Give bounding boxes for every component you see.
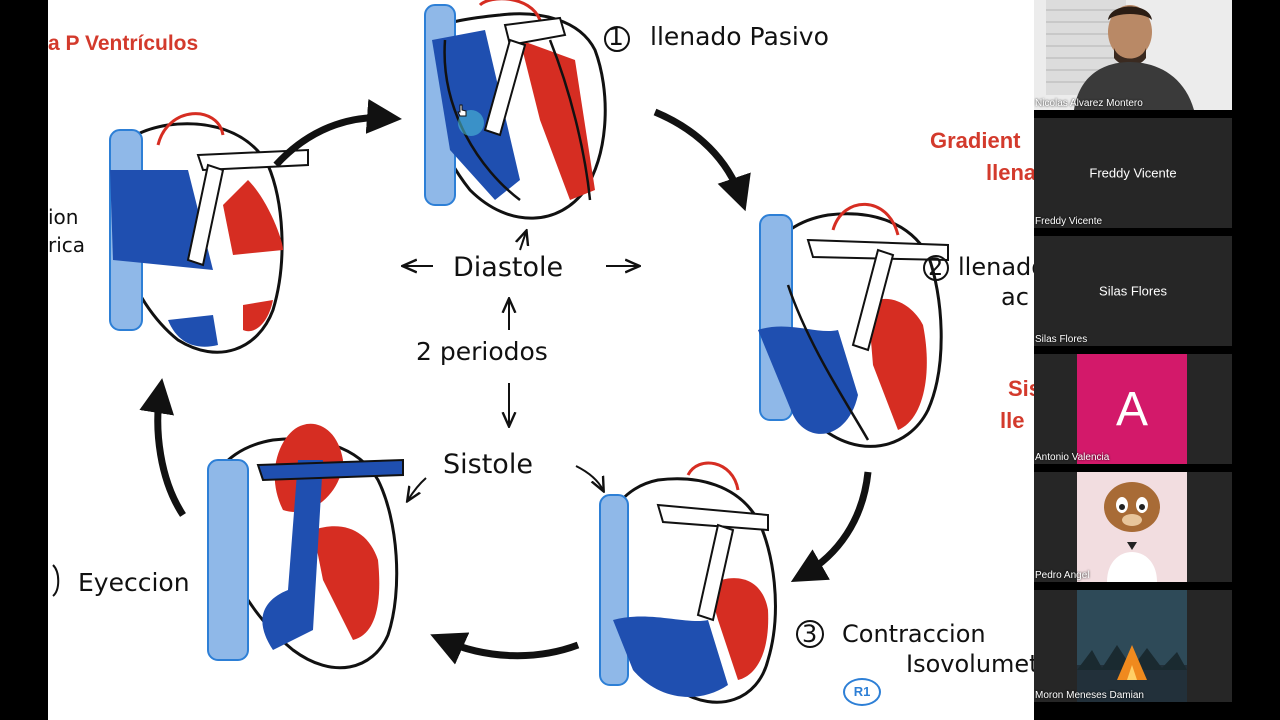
participant-tile-antonio[interactable]: A Antonio Valencia bbox=[1034, 354, 1232, 464]
systole-title-b: lle bbox=[1000, 408, 1025, 433]
chipmunk-video bbox=[1077, 472, 1187, 582]
heart-isovolumetric-contraction bbox=[599, 461, 777, 704]
gradient-title-b: llena bbox=[986, 160, 1034, 185]
cycle-arrow-3 bbox=[790, 471, 872, 582]
participant-name: Moron Meneses Damian bbox=[1035, 690, 1144, 701]
participant-tile-freddy[interactable]: Freddy Vicente Freddy Vicente bbox=[1034, 118, 1232, 228]
heart-cycle-diagram bbox=[52, 0, 949, 704]
r1-badge: R1 bbox=[843, 678, 881, 706]
participant-center-name: Freddy Vicente bbox=[1089, 165, 1177, 181]
participant-tile-silas[interactable]: Silas Flores Silas Flores bbox=[1034, 236, 1232, 346]
participant-center-name: Silas Flores bbox=[1099, 283, 1167, 299]
cycle-arrow-5 bbox=[139, 378, 186, 517]
cycle-arrow-1 bbox=[273, 98, 402, 168]
participant-name: Silas Flores bbox=[1035, 334, 1088, 345]
step1-label: llenado Pasivo bbox=[650, 22, 829, 51]
step3-label-b: Isovolumet bbox=[906, 650, 1034, 678]
periodos-label: 2 periodos bbox=[416, 337, 548, 366]
systole-title: Sis bbox=[1008, 376, 1034, 401]
diastole-label: Diastole bbox=[453, 252, 564, 283]
step1-number: 1 bbox=[608, 22, 624, 51]
sistole-label: Sistole bbox=[443, 449, 533, 480]
participant-tile-moron[interactable]: Moron Meneses Damian bbox=[1034, 590, 1232, 702]
heart-relaxation bbox=[109, 112, 309, 354]
participant-name: Freddy Vicente bbox=[1035, 216, 1103, 227]
participant-name: Antonio Valencia bbox=[1035, 452, 1110, 463]
participant-tile-pedro[interactable]: Pedro Angel bbox=[1034, 472, 1232, 582]
avatar-initial: A bbox=[1115, 383, 1148, 436]
participant-name: Nicolas Alvarez Montero bbox=[1035, 98, 1143, 109]
hand-cursor-icon bbox=[457, 104, 467, 117]
participant-tile-nicolas[interactable]: Nicolas Alvarez Montero bbox=[1034, 0, 1232, 110]
presentation-slide: a P Ventrículos bbox=[48, 0, 1034, 720]
heart-passive-filling bbox=[424, 0, 607, 220]
slide-title: a P Ventrículos bbox=[48, 32, 199, 55]
heart-active-filling bbox=[758, 202, 949, 448]
step2-label-b: ac bbox=[1001, 283, 1029, 311]
gradient-title: Gradient bbox=[930, 128, 1021, 153]
step3-label: Contraccion bbox=[842, 620, 986, 648]
cycle-arrow-2 bbox=[653, 108, 751, 212]
step2-label: llenado bbox=[958, 253, 1034, 281]
cycle-arrow-4 bbox=[430, 632, 580, 665]
camping-video bbox=[1077, 590, 1187, 702]
camera-video bbox=[1034, 0, 1232, 110]
step5-label-b: rica bbox=[48, 233, 86, 257]
step5-label-a: ion bbox=[48, 205, 79, 229]
heart-ejection bbox=[207, 423, 404, 670]
participant-name: Pedro Angel bbox=[1035, 570, 1090, 581]
avatar: A bbox=[1077, 354, 1187, 464]
step4-label: Eyeccion bbox=[78, 568, 190, 597]
step3-number: 3 bbox=[802, 620, 818, 648]
step2-number: 2 bbox=[928, 253, 944, 281]
